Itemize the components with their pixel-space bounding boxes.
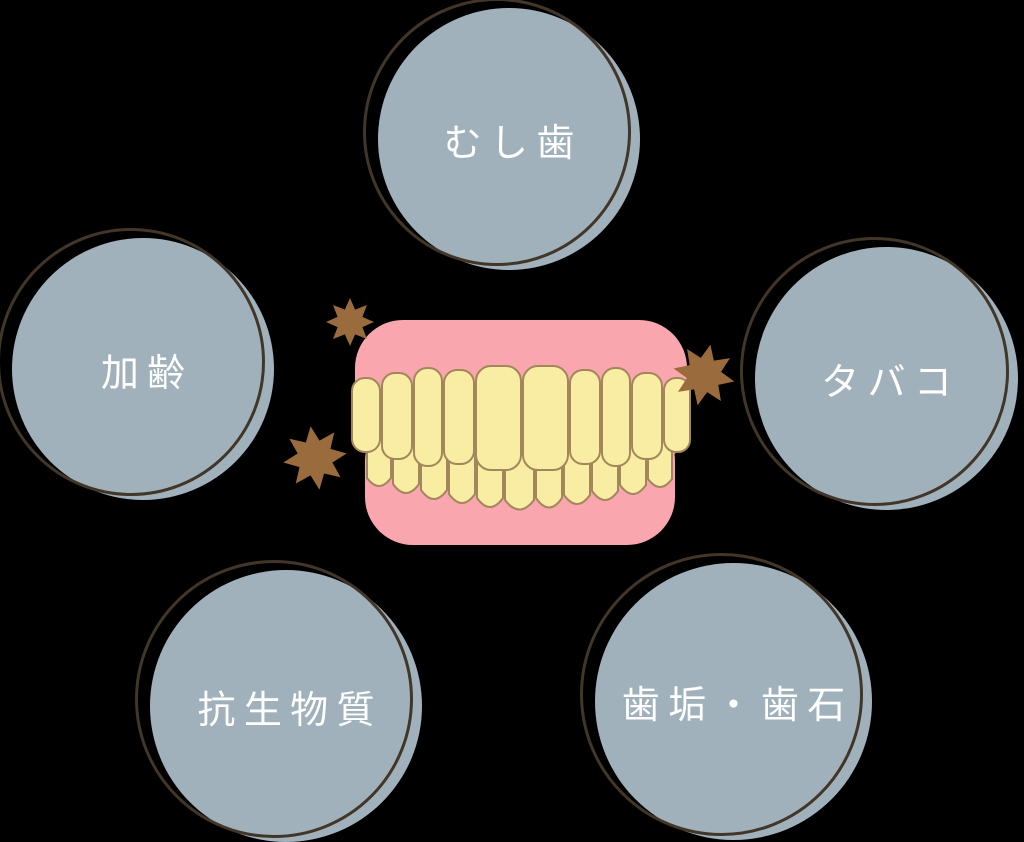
cause-circle-antibiotics: 抗生物質 (135, 560, 422, 842)
cause-circle-cavities: むし歯 (363, 0, 640, 270)
cause-circle-plaque-tartar: 歯垢・歯石 (580, 553, 872, 840)
cause-circle-tobacco: タバコ (740, 237, 1018, 510)
upper-teeth (351, 365, 691, 471)
stain-star-icon (283, 426, 347, 490)
stained-teeth-illustration (351, 320, 691, 545)
cause-label-antibiotics: 抗生物質 (197, 687, 383, 732)
cause-label-plaque-tartar: 歯垢・歯石 (621, 683, 854, 727)
cause-circle-aging: 加齢 (0, 228, 274, 500)
cause-label-aging: 加齢 (100, 350, 194, 395)
stain-star-icon (326, 298, 374, 346)
cause-label-tobacco: タバコ (821, 360, 961, 404)
stain-star-icon (673, 344, 735, 406)
cause-label-cavities: むし歯 (443, 120, 583, 165)
